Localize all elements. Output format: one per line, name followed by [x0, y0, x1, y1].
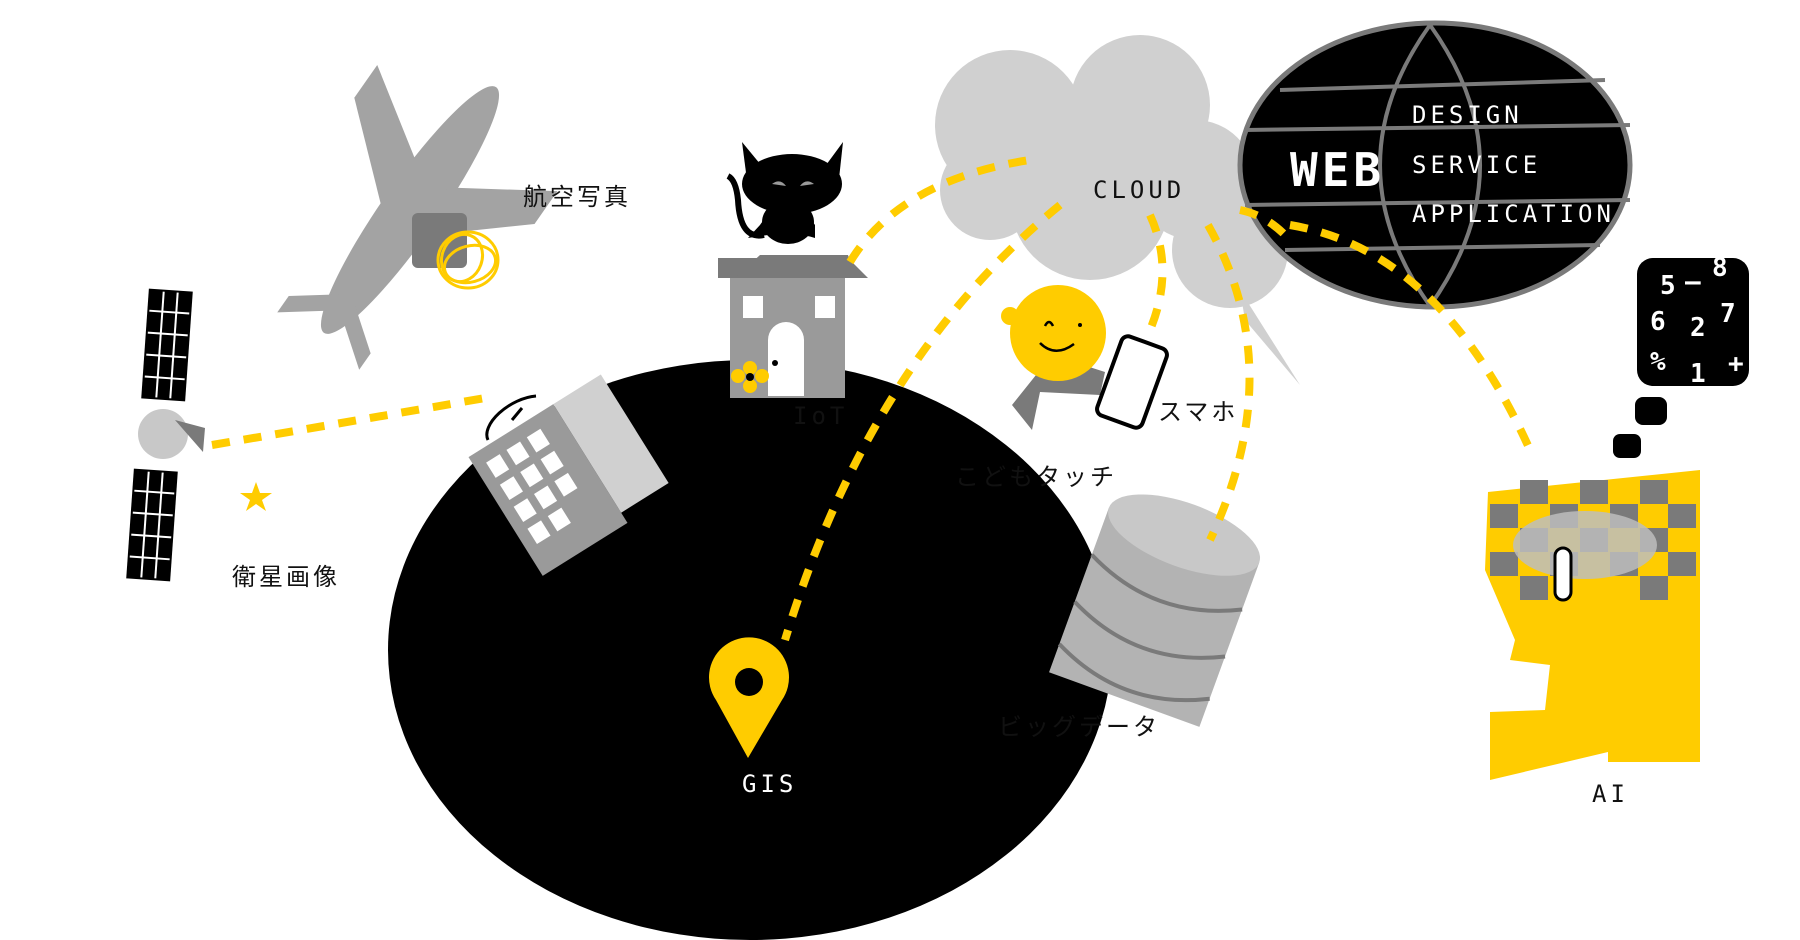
- design-label: DESIGN: [1412, 101, 1523, 129]
- flower-icon: [731, 361, 769, 393]
- connector-iot-cloud: [846, 156, 1031, 265]
- map-pin-icon: [709, 637, 789, 758]
- aerial-photo-label: 航空写真: [523, 183, 631, 211]
- smartphone-label: スマホ: [1158, 398, 1238, 426]
- symbol: 8: [1712, 253, 1728, 283]
- satellite-icon: [126, 288, 205, 582]
- gis-label: GIS: [742, 770, 797, 798]
- symbol: %: [1650, 347, 1666, 377]
- connector-satellite-building: [211, 394, 486, 449]
- connector-web-ai: [1289, 221, 1534, 452]
- symbol: 5: [1660, 271, 1676, 301]
- ai-label: AI: [1592, 780, 1629, 808]
- satellite-image-label: 衛星画像: [232, 563, 340, 591]
- web-label: WEB: [1290, 143, 1385, 197]
- big-data-label: ビッグデータ: [998, 713, 1160, 741]
- office-building-icon: [468, 374, 669, 576]
- symbol: 7: [1720, 299, 1736, 329]
- connector-cloud-kid: [1146, 213, 1167, 332]
- cloud-label: CLOUD: [1093, 176, 1185, 204]
- symbol: 1: [1690, 359, 1706, 389]
- symbol: —: [1685, 267, 1701, 297]
- camera-scribble-icon: [436, 230, 500, 290]
- connector-cloud-web: [1239, 206, 1288, 238]
- satellite-star-icon: [240, 482, 272, 511]
- kids-touch-label: こどもタッチ: [955, 463, 1117, 491]
- symbol: 2: [1690, 313, 1706, 343]
- thought-bubble-icon: [1613, 258, 1749, 458]
- connector-cloud-bigdata: [1204, 223, 1254, 542]
- airplane-icon: [277, 64, 558, 370]
- thought-symbols: 5 — 8 6 2 7 % 1 +: [1650, 253, 1744, 389]
- cloud-icon: [935, 35, 1300, 385]
- connectors: [211, 156, 1534, 642]
- database-icon: [1049, 494, 1261, 727]
- house-icon: [718, 255, 868, 398]
- kid-icon: [1001, 285, 1106, 430]
- connector-cloud-gis: [781, 201, 1063, 642]
- service-label: SERVICE: [1412, 151, 1541, 179]
- application-label: APPLICATION: [1412, 200, 1615, 228]
- symbol: +: [1728, 349, 1744, 379]
- iot-label: IoT: [793, 402, 848, 430]
- smartphone-icon: [1095, 334, 1169, 430]
- ai-head-icon: [1485, 470, 1700, 780]
- black-cat-icon: [726, 142, 843, 244]
- symbol: 6: [1650, 307, 1666, 337]
